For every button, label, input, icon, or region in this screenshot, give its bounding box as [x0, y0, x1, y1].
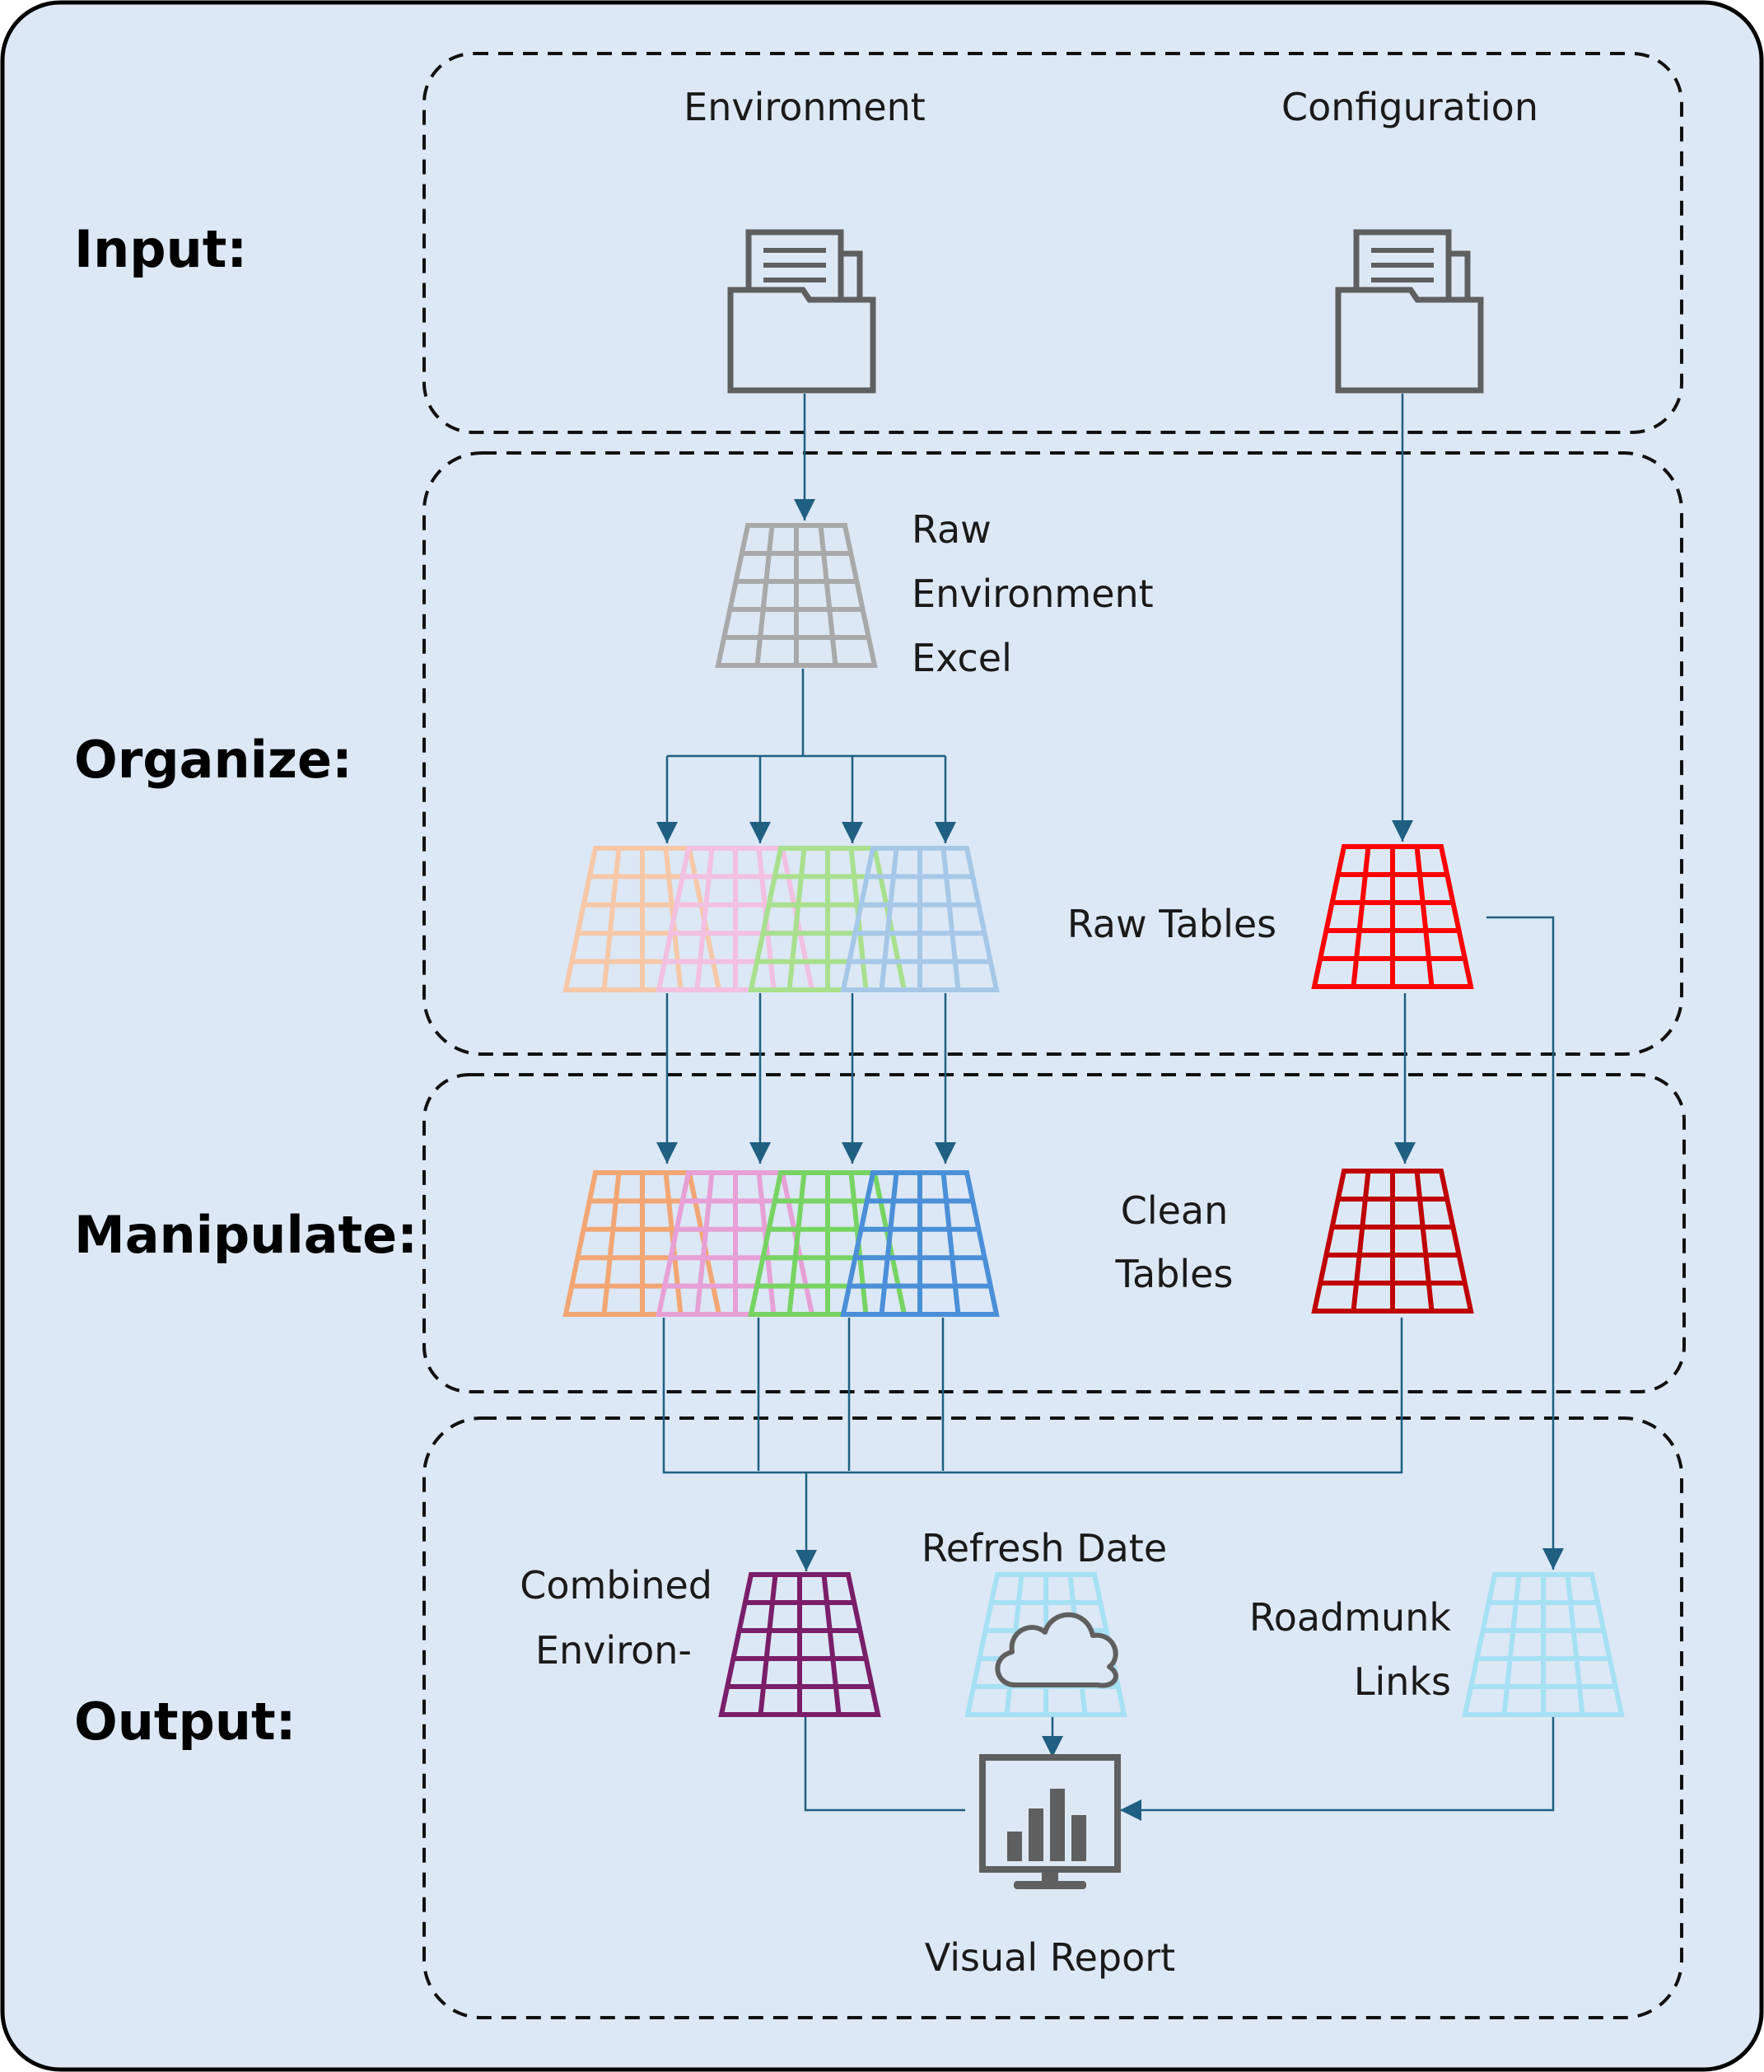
clean-tables-label-line-1: Clean [1121, 1188, 1229, 1233]
output-stage-box [422, 1416, 1683, 2019]
refresh-date-label: Refresh Date [922, 1526, 1167, 1570]
raw-tables-label: Raw Tables [1067, 902, 1276, 946]
raw-excel-label-line-1: Raw [912, 507, 992, 552]
combined-label-line-1: Combined [520, 1563, 712, 1608]
roadmunk-links-table-icon [1462, 1572, 1625, 1717]
output-stage-label: Output: [74, 1692, 296, 1752]
raw-environment-excel-table-icon [715, 523, 878, 668]
organize-stage-label: Organize: [74, 730, 352, 790]
clean-table-blue-icon [840, 1170, 1000, 1317]
combined-environment-table-icon [718, 1572, 881, 1717]
environment-source-label: Environment [684, 85, 926, 129]
cloud-icon [995, 1612, 1118, 1688]
manipulate-stage-box [422, 1073, 1686, 1393]
roadmunk-label-line-2: Links [1354, 1659, 1451, 1704]
configuration-folder-icon [1335, 229, 1484, 394]
input-stage-label: Input: [74, 219, 247, 279]
monitor-bar-chart-icon [979, 1754, 1121, 1889]
raw-excel-label-line-3: Excel [912, 636, 1012, 680]
flow-connectors [656, 394, 1564, 1821]
raw-table-blue-icon [840, 846, 1000, 992]
raw-configuration-table-icon [1311, 844, 1474, 989]
visual-report-label: Visual Report [925, 1935, 1175, 1980]
input-stage-box [422, 52, 1683, 434]
environment-folder-icon [727, 229, 876, 394]
roadmunk-label-line-1: Roadmunk [1249, 1595, 1452, 1640]
manipulate-stage-label: Manipulate: [74, 1205, 418, 1265]
configuration-source-label: Configuration [1281, 85, 1538, 129]
clean-tables-label-line-2: Tables [1115, 1252, 1234, 1296]
clean-configuration-table-icon [1311, 1169, 1474, 1314]
combined-label-line-2: Environ- [535, 1628, 692, 1673]
organize-stage-box [422, 451, 1683, 1056]
raw-excel-label-line-2: Environment [912, 572, 1154, 616]
